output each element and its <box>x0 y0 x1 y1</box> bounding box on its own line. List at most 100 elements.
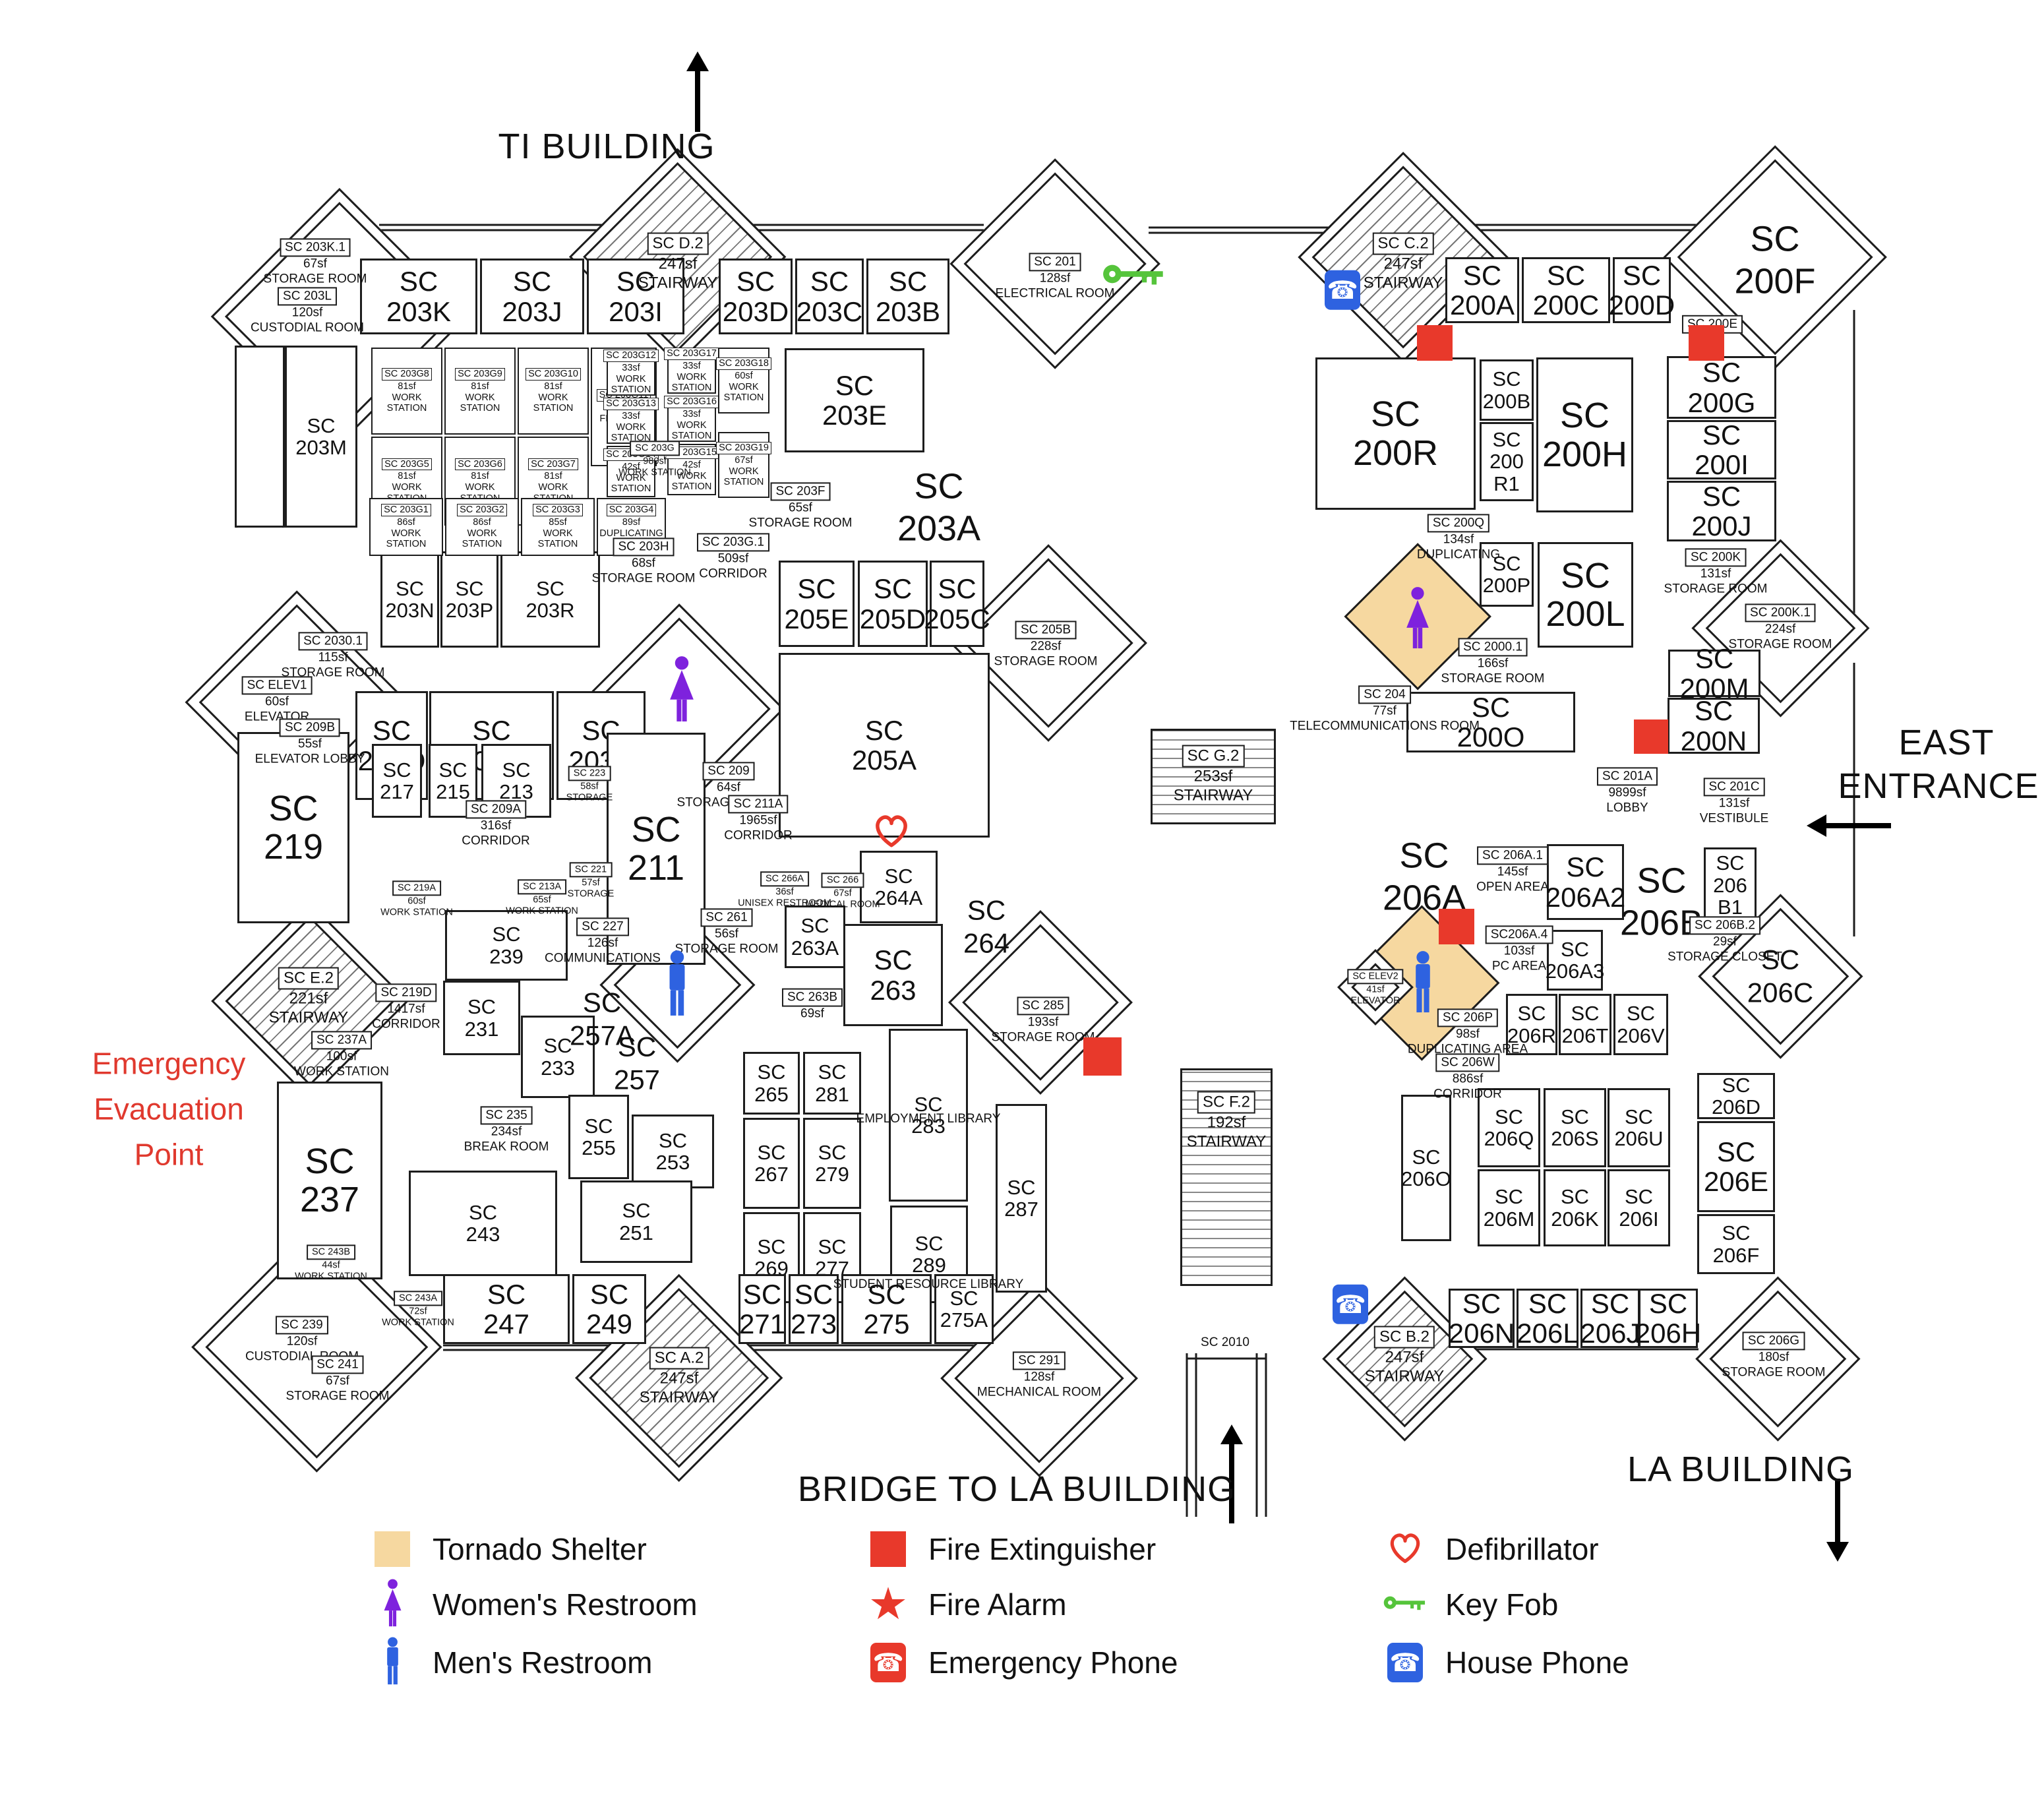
label-line: SC 221 <box>568 862 615 878</box>
house-phone-marker: ☎ <box>1333 1284 1368 1325</box>
evacuation-point-line: Evacuation <box>94 1091 244 1126</box>
label-line: SC <box>582 987 622 1018</box>
label-line: SC 205B <box>994 621 1098 640</box>
room-label: SC <box>884 864 913 888</box>
label-line: 206C <box>1747 977 1814 1008</box>
label-line: STORAGE ROOM <box>1728 637 1832 652</box>
room-label: 233 <box>541 1056 575 1080</box>
label-line: SC 291 <box>977 1351 1101 1370</box>
room-label: SC <box>1546 259 1586 291</box>
label-line: SC ELEV1 <box>241 676 313 695</box>
emergency-phone-icon: ☎ <box>870 1642 906 1683</box>
banner-ti-building: TI BUILDING <box>498 127 715 166</box>
workstation-area: 86sf <box>473 516 491 528</box>
label-line: 60sf <box>265 694 289 709</box>
label-line: STORAGE ROOM <box>675 942 779 956</box>
label-line: WORK STATION <box>382 1317 454 1328</box>
room-label: SC <box>1702 480 1741 512</box>
room-id-tag: SC 200K.1 <box>1745 603 1816 623</box>
label-line: SC 203G <box>618 441 691 456</box>
room-label: 205D <box>859 603 926 634</box>
label-line: SC 206B.2 <box>1668 916 1782 935</box>
workstation-id: SC 203G16 <box>664 396 719 408</box>
label-line: SC 211A <box>724 795 792 814</box>
room-id-tag: SC 201C <box>1703 778 1765 797</box>
workstation-sc-203g9: SC 203G9 81sf WORK STATION <box>444 348 516 435</box>
room-label: 206V <box>1617 1024 1665 1047</box>
room-label: 263A <box>791 936 839 960</box>
room-label: 206D <box>1711 1095 1761 1118</box>
room-label: 255 <box>582 1136 616 1159</box>
label-line: SC <box>914 466 964 506</box>
banner-east: EAST <box>1898 723 1995 762</box>
room-label: 206J <box>1580 1318 1640 1349</box>
room-label: SC <box>1590 1287 1630 1319</box>
room-label: SC <box>382 758 411 781</box>
workstation-id: SC 203G17 <box>664 348 719 360</box>
fire-extinguisher-icon <box>1634 719 1668 754</box>
defibrillator-legend-icon <box>1382 1531 1428 1568</box>
label-line: SC 203F <box>749 482 853 501</box>
room-label: SC <box>1722 1073 1751 1097</box>
workstation-sc-203g16: SC 203G16 33sf WORK STATION <box>664 396 719 442</box>
room-label: SC <box>502 758 531 781</box>
room-label: 206A3 <box>1545 960 1605 983</box>
defibrillator-icon <box>872 813 911 851</box>
room-label: 267 <box>754 1163 789 1186</box>
workstation-id: SC 203G6 <box>455 458 505 471</box>
room-label: SC <box>1722 1221 1751 1245</box>
label-line: 98sf <box>1456 1027 1480 1041</box>
room-label: 206L <box>1517 1318 1578 1349</box>
label-line: 247sf <box>1383 255 1423 273</box>
label-line: SC 261 <box>675 908 779 927</box>
workstation-area: 81sf <box>471 381 489 392</box>
label-line: 36sf <box>775 886 794 898</box>
label-line: 64sf <box>717 780 740 795</box>
legend-label: Key Fob <box>1445 1587 1559 1622</box>
room-label: SC <box>399 266 438 297</box>
room-label: SC <box>835 369 874 401</box>
label-line: 77sf <box>1373 704 1397 718</box>
room-label: SC <box>1528 1287 1567 1319</box>
room-id-tag: SC 213A <box>517 879 567 895</box>
room-id-tag: SC 200Q <box>1427 514 1490 533</box>
label-line: STAIRWAY <box>638 274 718 292</box>
room-label: B1 <box>1718 896 1743 919</box>
room-id-tag: SC 201A <box>1596 767 1658 786</box>
room-area <box>1151 729 1276 824</box>
room-label: SC <box>395 576 425 600</box>
label-line: 69sf <box>800 1007 824 1021</box>
banner-entrance: ENTRANCE <box>1838 766 2039 806</box>
emergency-phone-legend-icon: ☎ <box>865 1642 911 1683</box>
room-label: 249 <box>586 1308 633 1339</box>
label-line: SC 203L <box>251 287 364 306</box>
label-line: 145sf <box>1497 865 1528 879</box>
workstation-area: 81sf <box>471 471 489 482</box>
room-label: 283 <box>911 1115 946 1138</box>
label-line: 180sf <box>1758 1350 1789 1364</box>
room-id-tag: SC 223 <box>568 766 611 781</box>
room-id-tag: SC 219D <box>375 983 437 1002</box>
label-line: SC 239 <box>245 1316 359 1335</box>
house-phone-icon: ☎ <box>1325 270 1360 311</box>
room-id-tag: SC 206W <box>1435 1053 1500 1072</box>
key-fob-marker <box>1102 261 1166 290</box>
workstation-type: WORK STATION <box>723 466 764 488</box>
